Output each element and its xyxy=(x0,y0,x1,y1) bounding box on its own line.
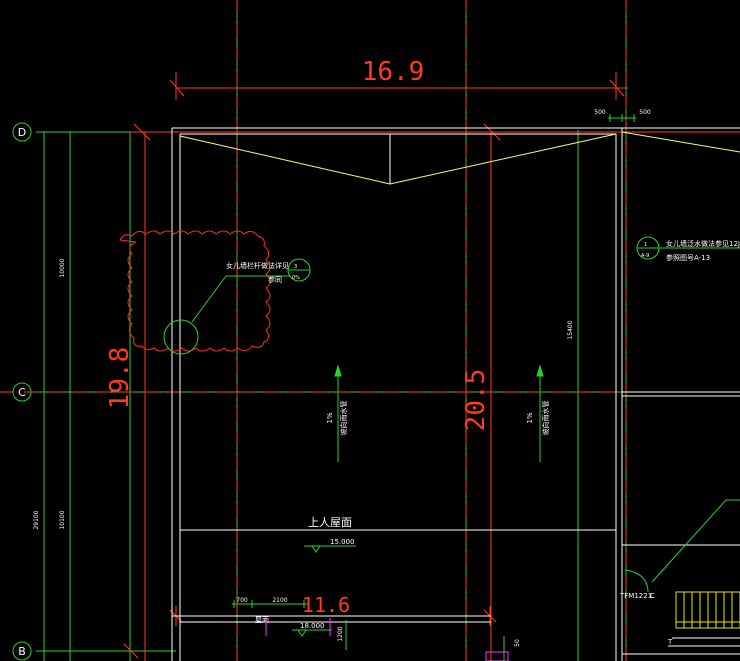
axis-label-b: B xyxy=(18,645,26,658)
parapet-leader xyxy=(636,236,740,260)
walls xyxy=(171,127,740,661)
railing-note-line1: 女儿墙栏杆做法详见 xyxy=(226,261,289,270)
axis-label-c: C xyxy=(18,386,26,399)
axis-bubble-b: B xyxy=(12,641,32,661)
stair-t: T xyxy=(667,638,673,646)
roof-label: 上人屋面 xyxy=(308,516,352,529)
lower-label: 屋面 xyxy=(255,616,269,624)
dim-left-29100: 29100 xyxy=(33,510,40,529)
roof-elev: 15.000 xyxy=(330,538,355,546)
stair xyxy=(675,591,740,629)
parapet-note-line2: 参照图号A-13 xyxy=(666,253,710,262)
tick-dims xyxy=(608,114,636,122)
dim-bot-700: 700 xyxy=(236,597,248,604)
door-leader xyxy=(625,499,740,593)
lower-elev: 18.000 xyxy=(300,622,325,630)
slope-left-text: 坡向雨水管 xyxy=(339,401,348,436)
railing-note-line2: 参同 xyxy=(268,275,282,284)
magenta-marks xyxy=(265,618,509,661)
railing-ref-bottom: 0% xyxy=(292,275,300,281)
dim-left-span: 19.8 xyxy=(105,347,135,410)
roof-ridge xyxy=(179,131,740,185)
door-letter: C xyxy=(650,592,655,600)
railing-leader xyxy=(163,258,311,355)
roof-elev-mark xyxy=(304,545,356,553)
dim-bot-1200: 1200 xyxy=(337,626,344,641)
dim-left-10000: 10000 xyxy=(59,258,66,277)
door-tag: TFM1221 xyxy=(619,592,652,600)
dim-bottom-span: 11.6 xyxy=(302,593,350,617)
slope-right-pct: 1% xyxy=(526,412,534,423)
parapet-note-line1: 女儿墙泛水做法参见12J xyxy=(666,239,740,248)
dim-mid-15400: 15400 xyxy=(567,320,574,339)
dim-500-a: 500 xyxy=(594,109,606,116)
parapet-ref-bottom: A-9 xyxy=(641,253,649,259)
slope-left-pct: 1% xyxy=(326,412,334,423)
dim-bot-2100: 2100 xyxy=(272,597,287,604)
dim-500-b: 500 xyxy=(639,109,651,116)
axis-lines xyxy=(36,0,740,661)
revision-cloud xyxy=(119,230,271,352)
dim-top-span: 16.9 xyxy=(362,57,425,87)
slope-right-text: 坡向雨水管 xyxy=(541,401,550,436)
axis-label-d: D xyxy=(18,126,26,139)
parapet-ref-top: 1 xyxy=(644,242,647,248)
railing-ref-top: 3 xyxy=(294,264,297,270)
dim-right-span: 20.5 xyxy=(461,369,491,432)
lower-elev-mark xyxy=(292,629,332,637)
dim-bot-50: 50 xyxy=(514,639,521,647)
dim-left-10100: 10100 xyxy=(59,510,66,529)
axis-bubble-d: D xyxy=(12,122,32,142)
dimension-lines xyxy=(123,72,740,661)
stair-arrow xyxy=(668,637,740,647)
slope-arrow-right xyxy=(536,364,544,462)
slope-arrow-left xyxy=(334,364,342,462)
bottom-tick-dims xyxy=(232,600,505,661)
